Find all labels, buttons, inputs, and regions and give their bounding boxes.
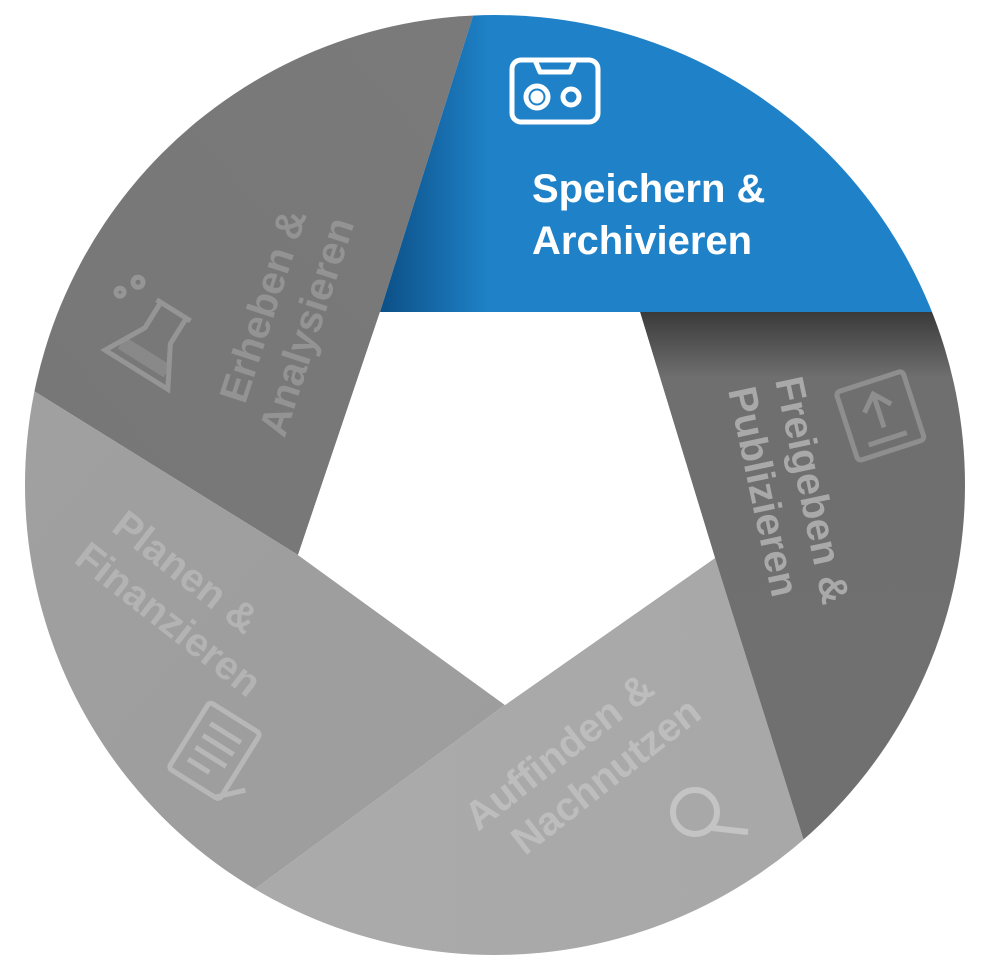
tape-icon (509, 57, 601, 125)
upload-icon (834, 369, 927, 463)
search-icon (670, 787, 749, 837)
label-speichern-line1: Speichern & (532, 167, 765, 211)
center-pentagon (298, 312, 715, 705)
svg-text:Speichern &: Speichern & (532, 167, 765, 211)
document-pencil-icon (167, 700, 262, 801)
label-speichern: Speichern & Archivieren (532, 167, 765, 263)
segment-auffinden[interactable] (0, 558, 990, 970)
svg-text:Archivieren: Archivieren (532, 219, 752, 263)
flask-icon (100, 274, 192, 394)
label-speichern-line2: Archivieren (532, 219, 752, 263)
segment-speichern[interactable] (380, 0, 990, 312)
